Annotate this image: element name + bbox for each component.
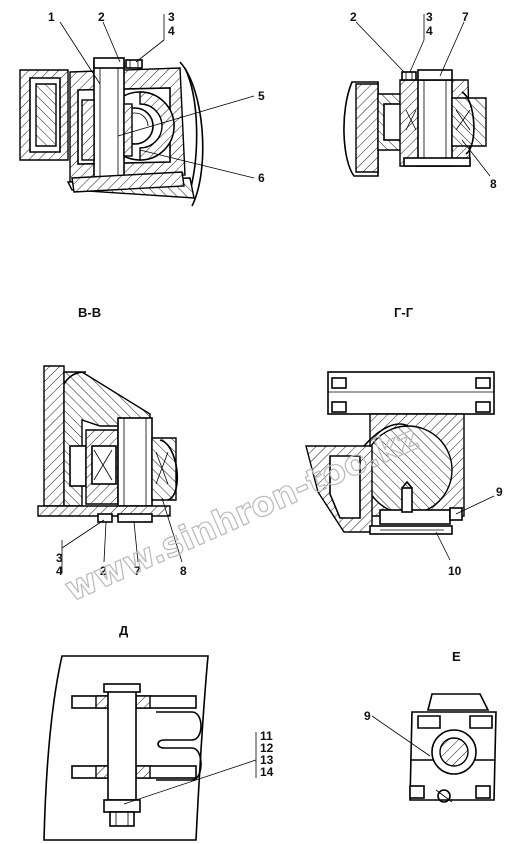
top-right-leaders	[355, 14, 491, 177]
view-e-title: Е	[452, 649, 461, 664]
top-left-assembly-view: 1 2 3 4 5 6	[19, 10, 265, 207]
callout-14: 14	[260, 765, 274, 779]
callout-2: 2	[98, 10, 105, 24]
top-right-assembly-view: 2 3 4 7 8	[343, 10, 497, 191]
callout-12: 12	[260, 741, 274, 755]
section-gg-drawing	[305, 371, 495, 535]
callout-7: 7	[134, 564, 141, 578]
view-d-title: Д	[119, 623, 129, 638]
callout-10: 10	[448, 564, 462, 578]
callout-3: 3	[168, 10, 175, 24]
top-right-drawing	[343, 69, 487, 177]
callout-9: 9	[496, 485, 503, 499]
view-e-leaders	[371, 715, 431, 757]
view-e: Е 9	[364, 649, 497, 803]
callout-8: 8	[490, 177, 497, 191]
callout-9: 9	[364, 709, 371, 723]
callout-6: 6	[258, 171, 265, 185]
section-gg-view: Г-Г 9 10	[305, 305, 503, 578]
top-left-drawing	[19, 57, 204, 207]
section-gg-title: Г-Г	[394, 305, 414, 320]
callout-3: 3	[56, 551, 63, 565]
callout-5: 5	[258, 89, 265, 103]
callout-2: 2	[100, 564, 107, 578]
callout-3: 3	[426, 10, 433, 24]
section-vv-view: В-В 3 4 2 7 8	[37, 305, 187, 578]
view-e-drawing	[409, 693, 497, 803]
callout-4: 4	[426, 24, 433, 38]
callout-8: 8	[180, 564, 187, 578]
callout-1: 1	[48, 10, 55, 24]
callout-4: 4	[56, 564, 63, 578]
callout-13: 13	[260, 753, 274, 767]
section-vv-drawing	[37, 365, 179, 523]
callout-11: 11	[260, 729, 273, 743]
callout-4: 4	[168, 24, 175, 38]
view-d-leaders	[123, 732, 257, 805]
top-left-leaders	[59, 14, 255, 179]
callout-2: 2	[350, 10, 357, 24]
section-vv-title: В-В	[78, 305, 101, 320]
view-d: Д 11 12 13 14	[43, 623, 274, 841]
callout-7: 7	[462, 10, 469, 24]
section-vv-leaders	[61, 497, 183, 572]
section-gg-leaders	[435, 495, 495, 561]
view-d-drawing	[43, 655, 209, 841]
